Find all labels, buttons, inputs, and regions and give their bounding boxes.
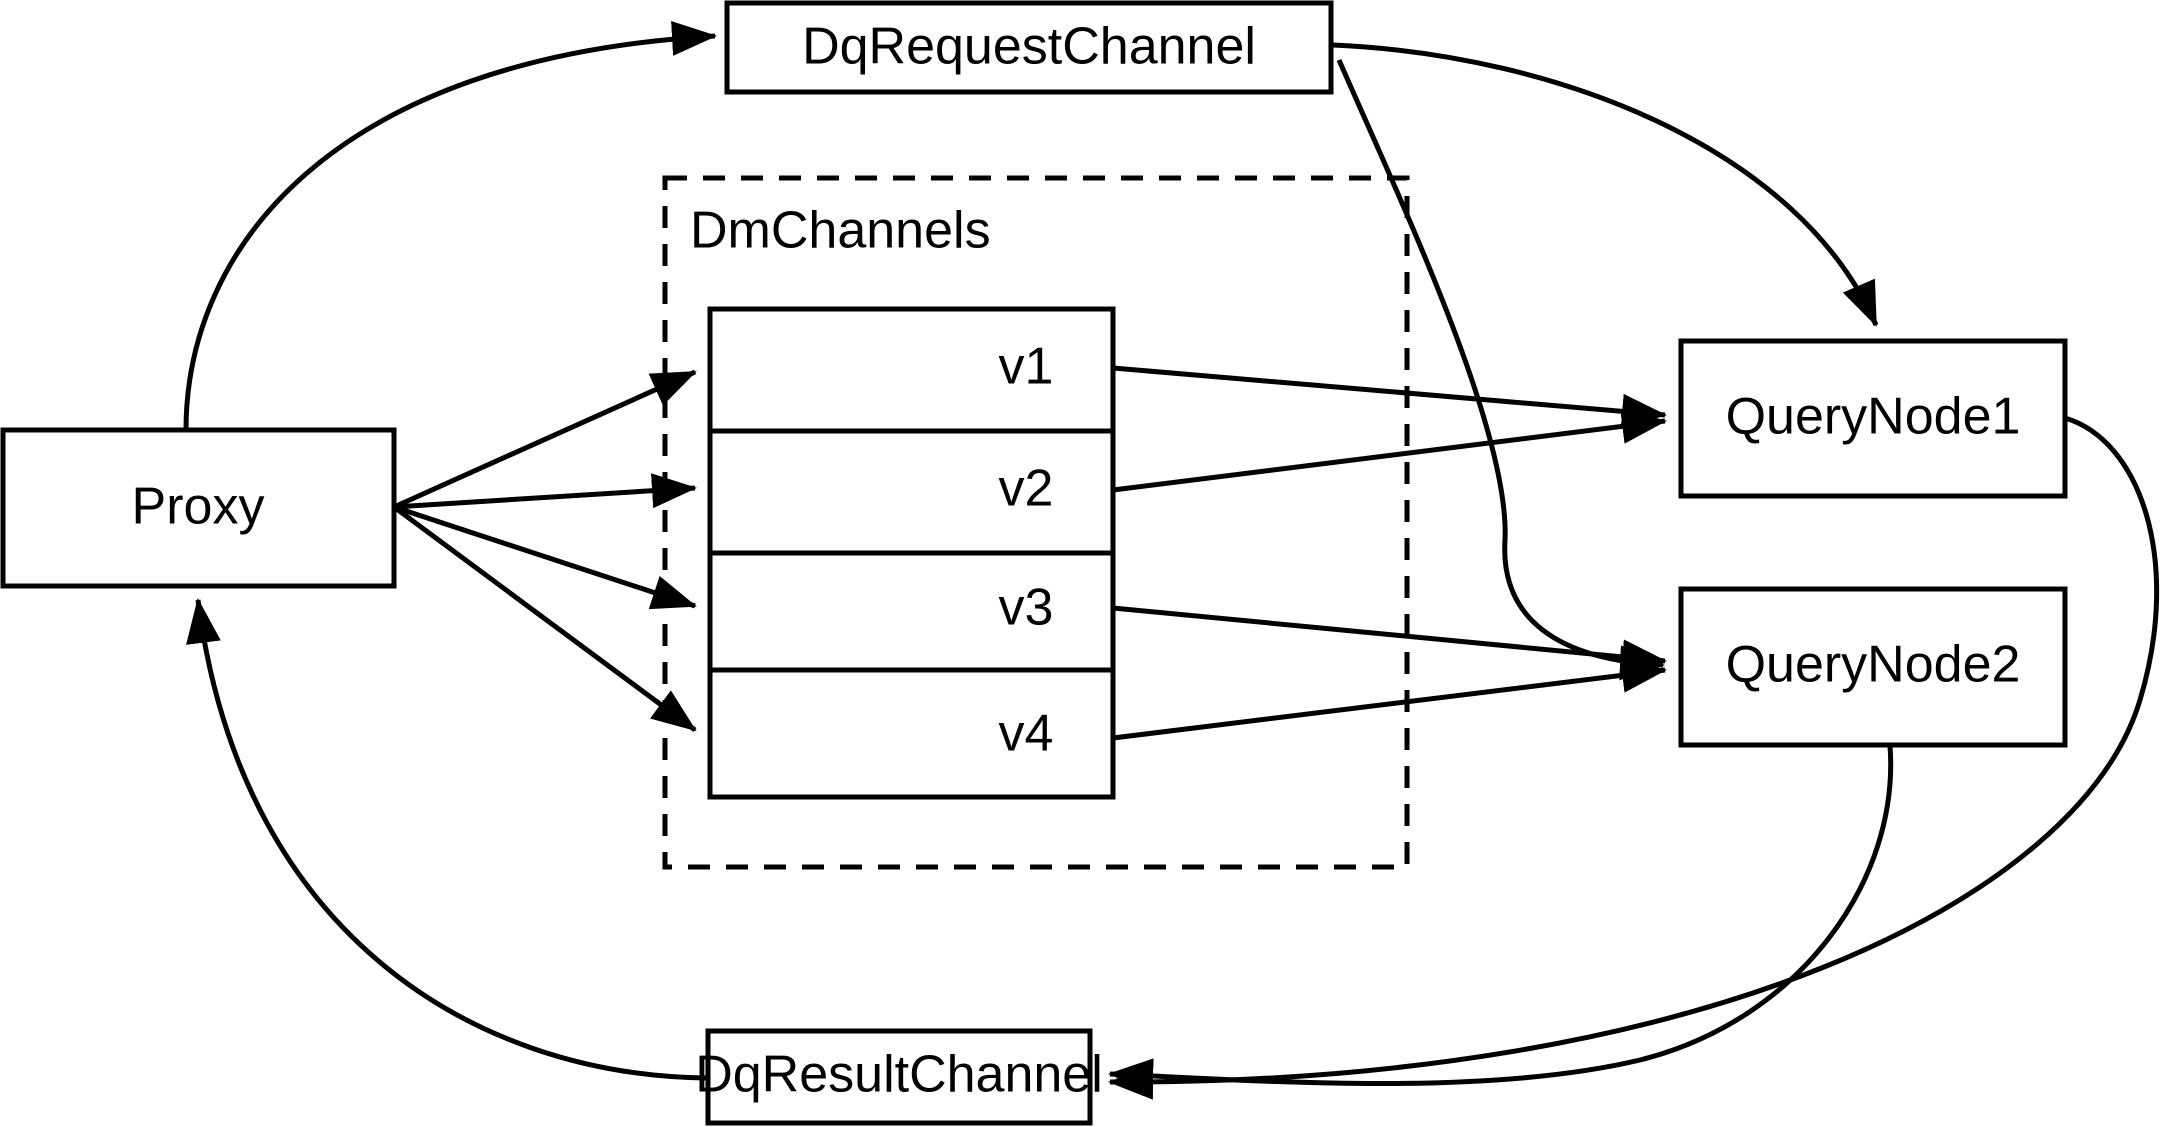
v-channel-row-v4[interactable]: v4 xyxy=(999,705,1054,763)
edge-dqrequestchannel-to-querynode1 xyxy=(1332,42,1879,327)
dq-request-channel-box[interactable] xyxy=(724,0,1334,95)
edge-proxy-to-v3 xyxy=(393,504,697,610)
query-node-2-box[interactable] xyxy=(1678,586,2068,748)
edge-querynode2-to-dqresultchannel xyxy=(1108,745,1894,1094)
proxy-label: Proxy xyxy=(132,478,265,536)
query-node-1-box[interactable] xyxy=(1678,338,2068,499)
dq-request-channel-label: DqRequestChannel xyxy=(802,18,1256,76)
query-node-2-label: QueryNode2 xyxy=(1726,636,2021,694)
edge-proxy-to-v2 xyxy=(393,473,697,510)
edge-proxy-to-v1 xyxy=(392,369,697,510)
dq-result-channel-box[interactable] xyxy=(705,1028,1093,1126)
edge-v4-to-querynode2 xyxy=(1112,657,1667,741)
proxy-box[interactable] xyxy=(0,427,397,589)
v-channel-row-v2[interactable]: v2 xyxy=(999,460,1054,518)
edge-v1-to-querynode1 xyxy=(1112,365,1667,429)
edge-querynode1-to-dqresultchannel xyxy=(1108,415,2160,1100)
edge-v2-to-querynode1 xyxy=(1112,408,1667,493)
edge-proxy-to-v4 xyxy=(392,504,697,733)
edge-dqrequestchannel-to-querynode2 xyxy=(1336,59,1665,681)
edge-v3-to-querynode2 xyxy=(1112,605,1667,675)
v-channel-row-v1[interactable]: v1 xyxy=(999,338,1054,396)
v-channel-row-v3[interactable]: v3 xyxy=(999,579,1054,637)
edge-dqresultchannel-to-proxy xyxy=(186,598,707,1081)
dm-channels-group-label: DmChannels xyxy=(690,202,991,260)
query-node-1-label: QueryNode1 xyxy=(1726,388,2021,446)
dm-channels-group-box xyxy=(662,175,1410,870)
edge-proxy-to-dqrequestchannel xyxy=(183,21,717,431)
dq-result-channel-label: DqResultChannel xyxy=(695,1046,1103,1104)
